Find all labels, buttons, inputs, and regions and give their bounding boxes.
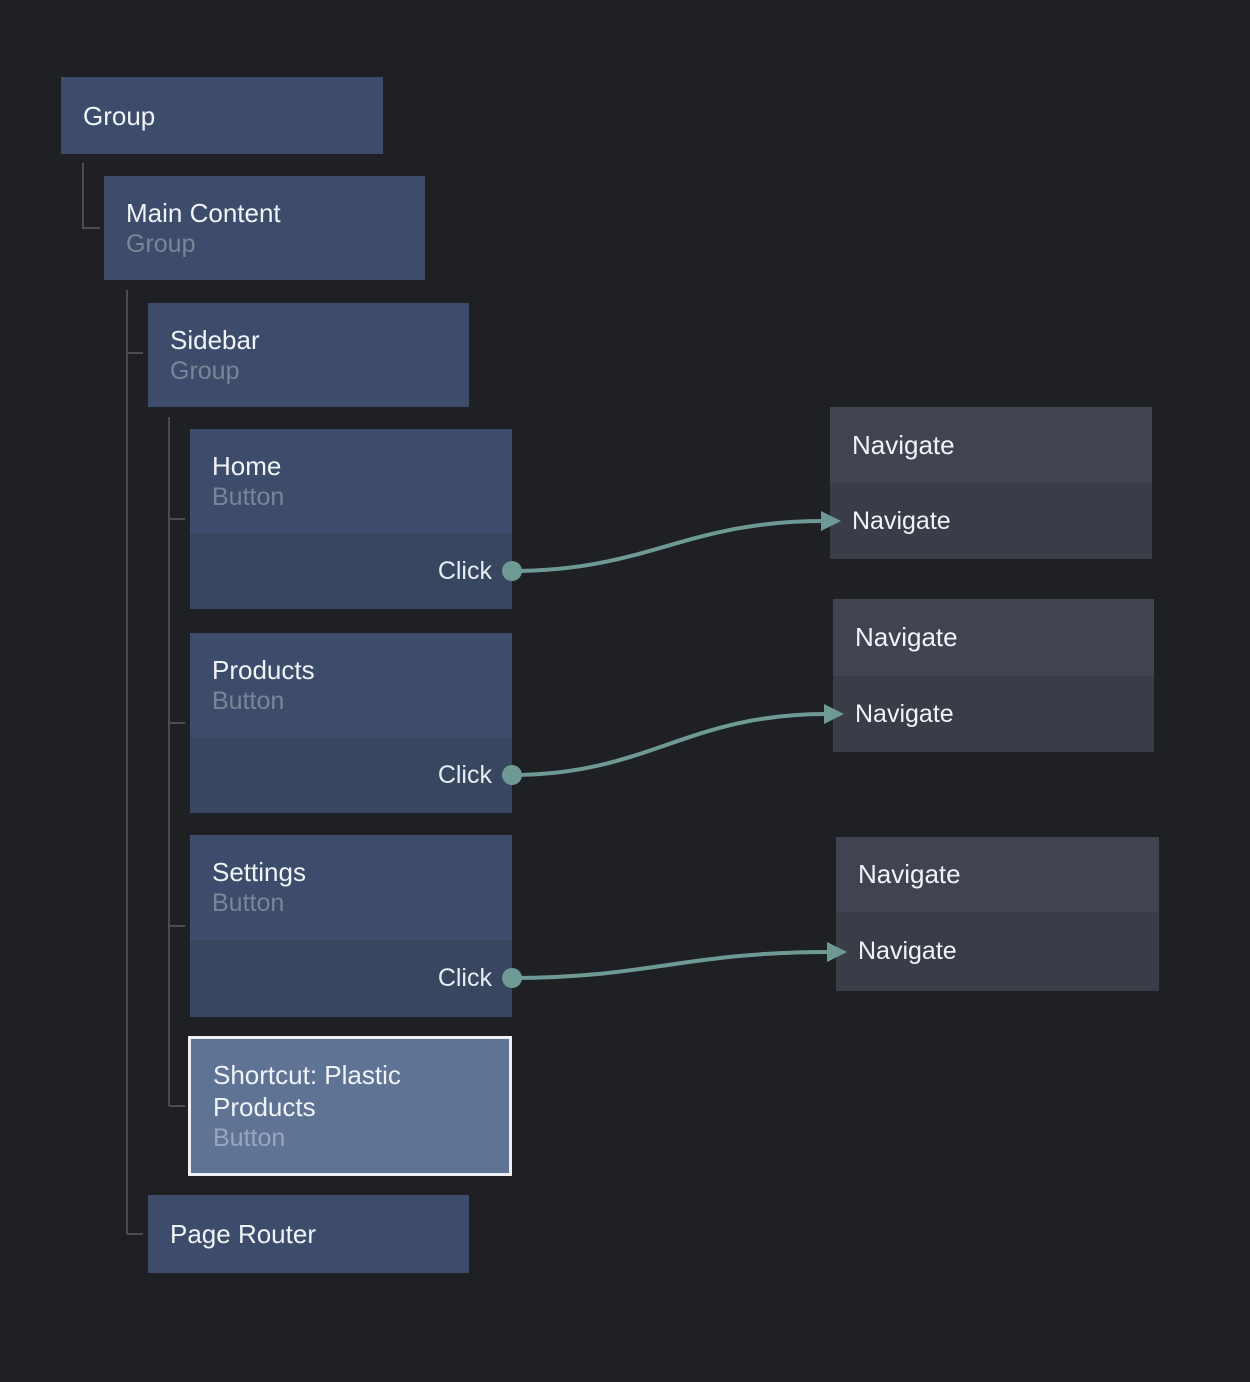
node-home-type: Button (212, 482, 285, 511)
node-products[interactable]: Products Button Click (190, 633, 512, 813)
node-home-title: Home (212, 450, 282, 481)
node-navigate-settings-action: Navigate (836, 912, 1159, 991)
node-navigate-home-action: Navigate (830, 483, 1152, 559)
node-page-router[interactable]: Page Router (148, 1195, 469, 1273)
node-navigate-products-header: Navigate (833, 599, 1154, 676)
node-sidebar-title: Sidebar (170, 324, 260, 355)
node-home-click-event-row: Click (190, 533, 512, 609)
node-products-head: Products Button (190, 633, 512, 737)
tree-connector-main-content-to-children (126, 290, 143, 1235)
node-products-click-event-row: Click (190, 737, 512, 813)
wire-home-click-to-navigate[interactable] (511, 519, 824, 573)
node-shortcut-plastic-products[interactable]: Shortcut: Plastic Products Button (188, 1036, 512, 1176)
wire-products-click-to-navigate[interactable] (511, 712, 827, 777)
node-shortcut-title: Shortcut: Plastic Products (213, 1059, 401, 1122)
node-home-head: Home Button (190, 429, 512, 533)
node-settings-click-event-row: Click (190, 940, 512, 1017)
node-settings-title: Settings (212, 857, 306, 887)
node-navigate-home-header: Navigate (830, 407, 1152, 483)
node-navigate-settings-header: Navigate (836, 837, 1159, 912)
node-settings[interactable]: Settings Button Click (190, 835, 512, 1017)
node-navigate-settings[interactable]: Navigate Navigate (836, 837, 1159, 991)
node-settings-type: Button (212, 889, 285, 917)
tree-connector-group-to-main-content (82, 163, 100, 229)
node-products-title: Products (212, 654, 315, 685)
node-navigate-products[interactable]: Navigate Navigate (833, 599, 1154, 752)
node-navigate-home[interactable]: Navigate Navigate (830, 407, 1152, 559)
node-group-title: Group (83, 100, 156, 131)
node-main-content[interactable]: Main Content Group (104, 176, 425, 280)
node-group[interactable]: Group (61, 77, 383, 154)
node-sidebar[interactable]: Sidebar Group (148, 303, 469, 407)
node-sidebar-type: Group (170, 356, 240, 385)
node-settings-click-label: Click (437, 964, 492, 992)
node-products-click-label: Click (437, 760, 492, 789)
tree-connector-sidebar-to-children (168, 417, 185, 1107)
node-main-content-type: Group (126, 229, 196, 258)
node-products-type: Button (212, 686, 285, 715)
wire-settings-click-to-navigate[interactable] (511, 950, 830, 980)
node-shortcut-type: Button (213, 1123, 286, 1152)
node-settings-head: Settings Button (190, 835, 512, 940)
node-home[interactable]: Home Button Click (190, 429, 512, 609)
node-page-router-title: Page Router (170, 1219, 316, 1249)
node-home-click-label: Click (437, 556, 492, 585)
node-main-content-title: Main Content (126, 197, 281, 228)
node-navigate-products-action: Navigate (833, 676, 1154, 752)
